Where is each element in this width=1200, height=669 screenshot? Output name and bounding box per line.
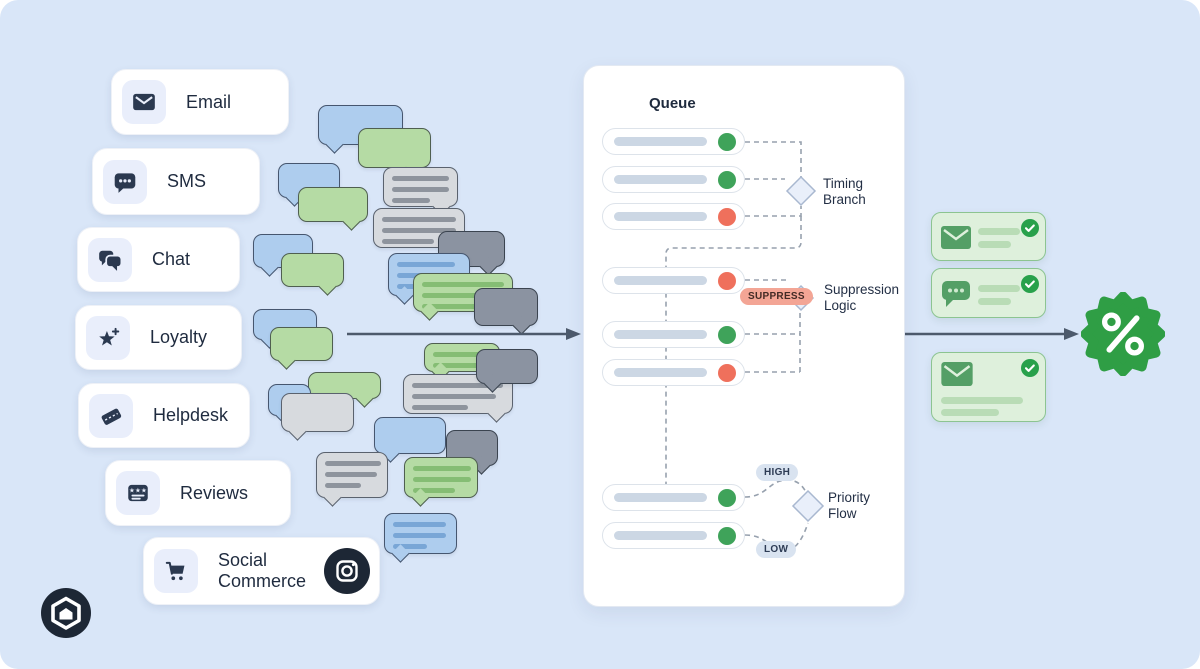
channel-label: Reviews — [180, 482, 249, 503]
queue-panel: Queue SUPPRESS HIGH LOW Timing Branch Su… — [583, 65, 905, 607]
priority-diamond — [791, 489, 825, 523]
chat-bubble — [404, 457, 478, 498]
queue-item-status-dot — [718, 271, 736, 290]
priority-flow-label: Priority Flow — [828, 490, 871, 521]
channel-card-email: Email — [111, 69, 289, 135]
queue-item-bar — [614, 137, 707, 146]
channel-card-social-commerce: Social Commerce — [143, 537, 380, 605]
chat-bubble — [476, 349, 538, 384]
percent-seal-icon — [1081, 292, 1165, 376]
chat-bubble — [358, 128, 431, 168]
brand-logo-icon — [41, 588, 91, 638]
cart-icon — [154, 549, 198, 593]
check-icon — [1021, 359, 1039, 377]
high-badge: HIGH — [756, 464, 799, 481]
chat-bubble — [374, 417, 446, 454]
channel-label: Loyalty — [150, 327, 208, 348]
queue-item-bar — [614, 493, 707, 502]
queue-title: Queue — [649, 95, 696, 112]
chat-bubble — [270, 327, 333, 361]
low-badge: LOW — [756, 541, 797, 558]
suppress-badge: SUPPRESS — [740, 288, 813, 305]
queue-item — [602, 484, 745, 511]
chat-bubble — [316, 452, 388, 498]
flow-arrow-right — [903, 328, 1079, 340]
queue-items — [584, 66, 904, 606]
queue-item-bar — [614, 175, 707, 184]
queue-item — [602, 522, 745, 549]
queue-item-status-dot — [718, 363, 736, 382]
channel-label: Email — [186, 91, 232, 112]
chat-bubble — [384, 513, 457, 554]
queue-item-bar — [614, 531, 707, 540]
output-card-sms — [931, 268, 1046, 318]
queue-item-status-dot — [718, 488, 736, 507]
email-icon — [941, 226, 971, 249]
queue-item-status-dot — [718, 526, 736, 545]
chat-bubble — [474, 288, 538, 326]
queue-item-status-dot — [718, 207, 736, 226]
suppression-logic-label: Suppression Logic — [824, 282, 900, 313]
channel-label: SMS — [167, 171, 207, 192]
instagram-icon — [324, 548, 370, 599]
queue-item-status-dot — [718, 325, 736, 344]
chat-bubble — [281, 253, 344, 287]
check-icon — [1021, 275, 1039, 293]
loyalty-star-icon — [86, 315, 130, 360]
timing-branch-diamond — [785, 175, 817, 207]
output-card-email — [931, 212, 1046, 261]
queue-item — [602, 321, 745, 348]
channel-card-sms: SMS — [92, 148, 260, 215]
queue-item-bar — [614, 212, 707, 221]
queue-item — [602, 203, 745, 230]
queue-item — [602, 359, 745, 386]
queue-item-bar — [614, 276, 707, 285]
chat-icon — [88, 237, 132, 282]
check-icon — [1021, 219, 1039, 237]
queue-item-bar — [614, 330, 707, 339]
ticket-icon — [89, 393, 133, 438]
email-icon — [941, 362, 973, 386]
channel-label: Helpdesk — [153, 405, 229, 426]
sms-icon — [103, 159, 147, 204]
queue-item-bar — [614, 368, 707, 377]
output-card-email-large — [931, 352, 1046, 422]
flow-arrow-left — [347, 328, 581, 340]
svg-text:★★★: ★★★ — [129, 486, 147, 494]
channel-card-reviews: ★★★ Reviews — [105, 460, 291, 526]
chat-bubble — [298, 187, 368, 222]
chat-bubble — [383, 167, 458, 207]
queue-item — [602, 128, 745, 155]
email-icon — [122, 80, 166, 124]
timing-branch-label: Timing Branch — [823, 176, 866, 207]
queue-item — [602, 166, 745, 193]
queue-item-status-dot — [718, 132, 736, 151]
channel-card-chat: Chat — [77, 227, 240, 292]
queue-item — [602, 267, 745, 294]
reviews-icon: ★★★ — [116, 471, 160, 515]
channel-card-loyalty: Loyalty — [75, 305, 242, 370]
queue-item-status-dot — [718, 170, 736, 189]
chat-bubble — [403, 374, 513, 414]
channel-label: Chat — [152, 249, 191, 270]
chat-bubble — [281, 393, 354, 432]
channel-card-helpdesk: Helpdesk — [78, 383, 250, 448]
sms-icon — [942, 281, 970, 307]
channel-label: Social Commerce — [218, 550, 307, 591]
